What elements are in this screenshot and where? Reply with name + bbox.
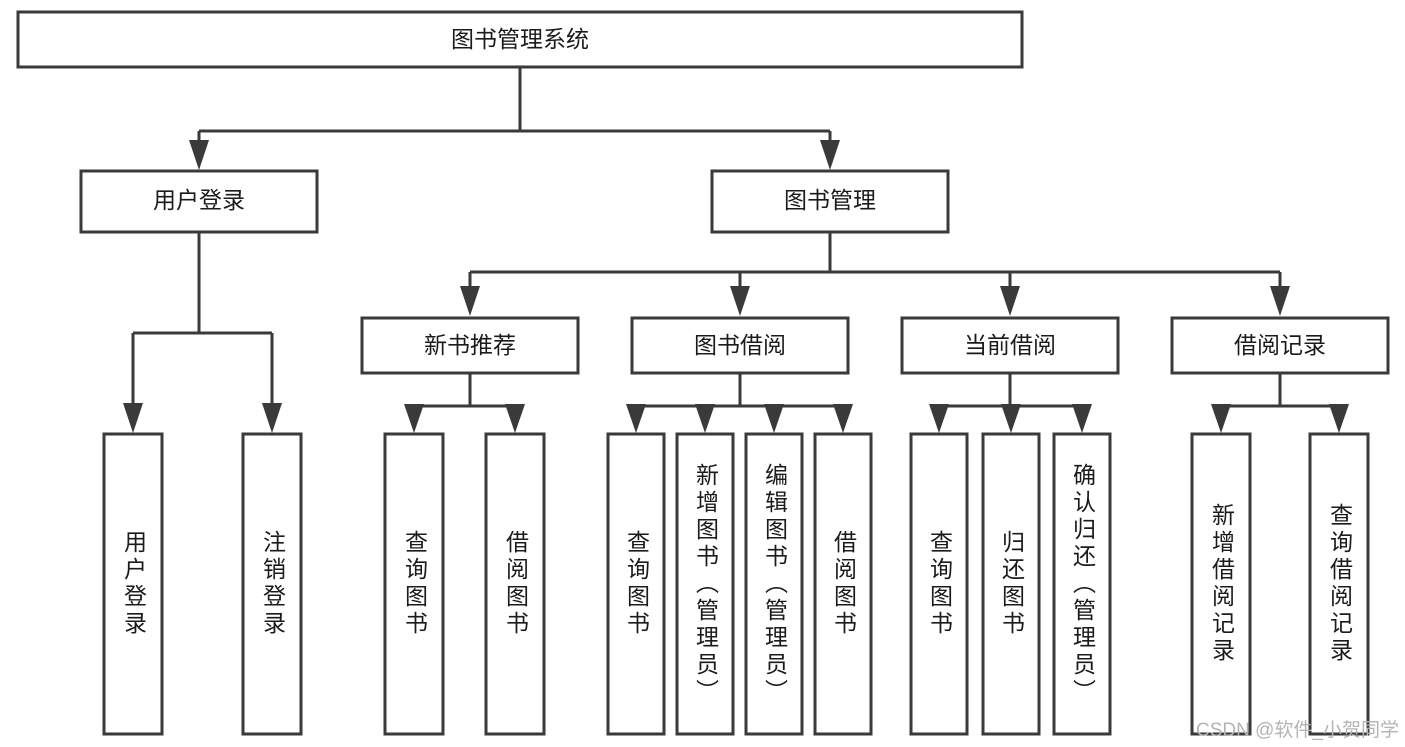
leaf-query-book-3-box[interactable] xyxy=(909,432,969,736)
leaf-add-record-box[interactable] xyxy=(1190,432,1252,736)
node-book-borrow[interactable]: 图书借阅 xyxy=(630,316,850,375)
arrowhead-book-borrow xyxy=(730,286,750,316)
arrowhead-leaf-query-book-2 xyxy=(626,404,646,433)
node-book-borrow-box[interactable] xyxy=(630,316,850,375)
node-current-borrow-box[interactable] xyxy=(900,316,1120,375)
node-book-management-box[interactable] xyxy=(710,169,950,234)
arrowhead-leaf-user-login xyxy=(123,403,143,433)
arrowhead-leaf-logout xyxy=(262,403,282,433)
arrowhead-leaf-add-record xyxy=(1211,404,1231,433)
leaf-box-layer xyxy=(102,432,1370,736)
leaf-borrow-book-1-box[interactable] xyxy=(484,432,546,736)
node-user-login-box[interactable] xyxy=(79,169,319,234)
leaf-logout-box[interactable] xyxy=(241,432,303,736)
node-borrow-record[interactable]: 借阅记录 xyxy=(1170,316,1390,375)
node-current-borrow[interactable]: 当前借阅 xyxy=(900,316,1120,375)
arrowhead-leaf-borrow-book-2 xyxy=(833,404,853,433)
arrowhead-borrow-record xyxy=(1270,286,1290,316)
leaf-user-login-box[interactable] xyxy=(102,432,164,736)
arrowhead-leaf-query-book-3 xyxy=(929,404,949,433)
node-system-label: 图书管理系统 xyxy=(451,26,589,52)
arrowhead-leaf-query-record xyxy=(1329,404,1349,433)
node-current-borrow-label: 当前借阅 xyxy=(964,332,1056,358)
node-new-book-recommend-label: 新书推荐 xyxy=(424,332,516,358)
node-book-borrow-label: 图书借阅 xyxy=(694,332,786,358)
arrowhead-leaf-borrow-book-1 xyxy=(505,404,525,433)
leaf-query-book-2-box[interactable] xyxy=(606,432,666,736)
arrowhead-user-login xyxy=(189,140,209,170)
csdn-watermark: CSDN @软件_小贺同学 xyxy=(1196,720,1399,741)
arrowhead-leaf-query-book-1 xyxy=(404,404,424,433)
leaf-borrow-book-2-box[interactable] xyxy=(813,432,873,736)
node-user-login-label: 用户登录 xyxy=(153,187,245,213)
node-system[interactable]: 图书管理系统 xyxy=(16,10,1024,69)
node-new-book-recommend-box[interactable] xyxy=(360,316,580,375)
arrowhead-leaf-confirm-return xyxy=(1072,404,1092,433)
node-borrow-record-box[interactable] xyxy=(1170,316,1390,375)
arrowhead-leaf-add-book xyxy=(695,404,715,433)
leaf-confirm-return-box[interactable] xyxy=(1052,432,1112,736)
node-borrow-record-label: 借阅记录 xyxy=(1234,332,1326,358)
arrowhead-new-book-recommend xyxy=(460,286,480,316)
arrowhead-current-borrow xyxy=(1000,286,1020,316)
node-book-management-label: 图书管理 xyxy=(784,187,876,213)
node-new-book-recommend[interactable]: 新书推荐 xyxy=(360,316,580,375)
leaf-edit-book-box[interactable] xyxy=(744,432,804,736)
arrowhead-leaf-edit-book xyxy=(764,404,784,433)
arrowhead-leaf-return-book xyxy=(1001,404,1021,433)
connector-layer xyxy=(123,67,1349,433)
node-book-management[interactable]: 图书管理 xyxy=(710,169,950,234)
leaf-add-book-box[interactable] xyxy=(675,432,735,736)
leaf-query-record-box[interactable] xyxy=(1308,432,1370,736)
leaf-return-book-box[interactable] xyxy=(981,432,1041,736)
leaf-query-book-1-box[interactable] xyxy=(383,432,445,736)
arrowhead-book-management xyxy=(820,140,840,170)
node-system-box[interactable] xyxy=(16,10,1024,69)
node-user-login[interactable]: 用户登录 xyxy=(79,169,319,234)
